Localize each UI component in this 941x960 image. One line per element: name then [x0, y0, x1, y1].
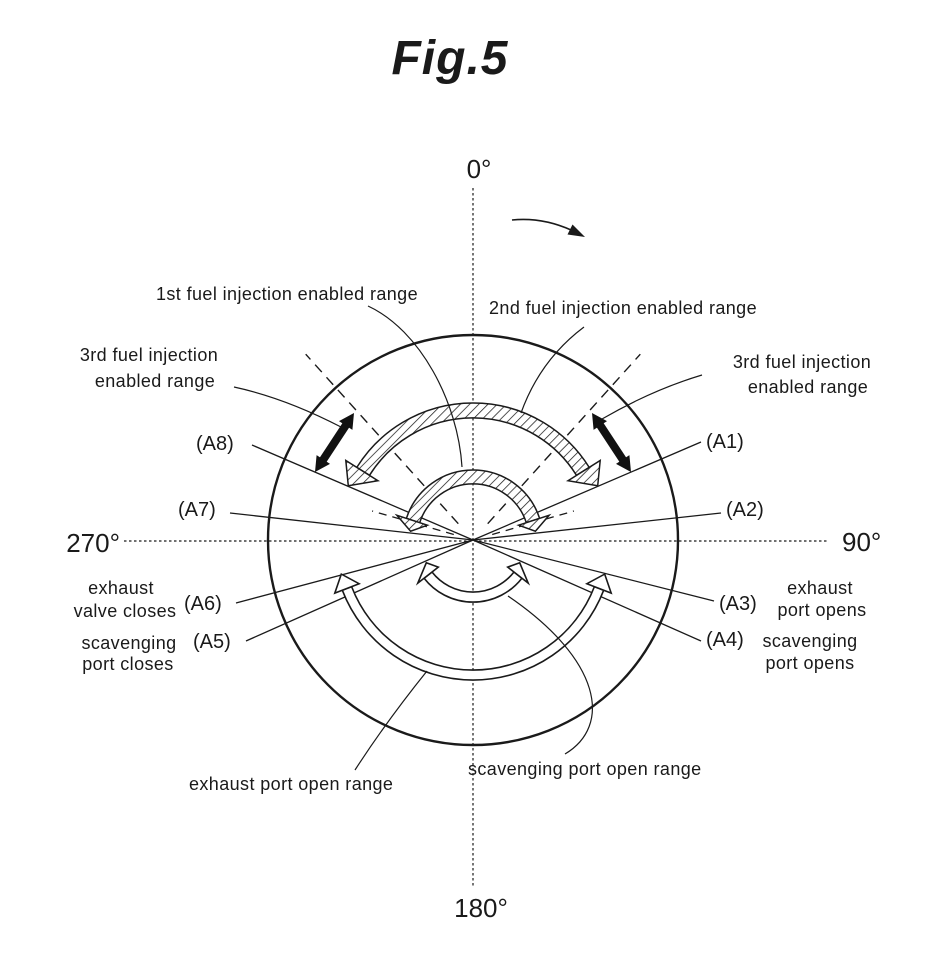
- a3-angle-line: [472, 539, 715, 602]
- marker-a8: (A8): [196, 433, 234, 455]
- first-range-label: 1st fuel injection enabled range: [156, 284, 418, 304]
- third-range-right-label-line2: enabled range: [748, 377, 868, 397]
- axis-label-180: 180°: [454, 893, 508, 923]
- exhaust-port-opens-label-line1: exhaust: [787, 578, 853, 598]
- scavenging-open-range-arc: [422, 570, 524, 603]
- exhaust-open-range-arrowhead-right: [584, 572, 613, 595]
- third-range-left-label-line1: 3rd fuel injection: [80, 345, 218, 365]
- a8-angle-line: [251, 444, 474, 541]
- second-range-leader: [520, 326, 585, 414]
- scavenging-port-opens-label-line2: port opens: [765, 653, 854, 673]
- third-injection-range-arrow-right: [592, 413, 631, 472]
- a4-angle-line: [472, 539, 702, 642]
- marker-a2: (A2): [726, 499, 764, 521]
- scavenging-port-closes-label-line2: port closes: [82, 654, 173, 674]
- scavenging-open-range-label: scavenging port open range: [468, 759, 702, 779]
- axis-label-270: 270°: [66, 528, 120, 558]
- third-range-right-label-line1: 3rd fuel injection: [733, 352, 871, 372]
- marker-a6: (A6): [184, 593, 222, 615]
- first-injection-range-arrowhead-left: [394, 513, 430, 533]
- figure-title: Fig.5: [391, 32, 508, 85]
- crank-circle: [266, 333, 680, 747]
- a5-angle-line: [245, 539, 474, 642]
- axis-label-90: 90°: [842, 527, 881, 557]
- marker-a4: (A4): [706, 629, 744, 651]
- a1-angle-line: [472, 441, 702, 541]
- first-range-leader: [367, 305, 463, 468]
- exhaust-open-range-label: exhaust port open range: [189, 774, 393, 794]
- a7-angle-line: [229, 512, 474, 541]
- scavenging-open-range-leader: [507, 595, 594, 755]
- third-range-left-label-line2: enabled range: [95, 371, 215, 391]
- marker-a7: (A7): [178, 499, 216, 521]
- second-injection-range-arrowhead-right: [565, 459, 602, 487]
- rotation-direction-arrow: [511, 218, 585, 237]
- marker-a1: (A1): [706, 431, 744, 453]
- marker-a5: (A5): [193, 631, 231, 653]
- a2-angle-line: [472, 512, 722, 541]
- marker-a3: (A3): [719, 593, 757, 615]
- first-injection-range-arrowhead-right: [516, 513, 552, 533]
- scavenging-port-opens-label-line1: scavenging: [762, 631, 857, 651]
- scavenging-open-range-arrowhead-right: [506, 561, 531, 586]
- second-injection-range-arrowhead-left: [344, 459, 381, 487]
- exhaust-valve-closes-label-line2: valve closes: [74, 601, 177, 621]
- exhaust-open-range-arrowhead-left: [333, 572, 362, 595]
- axis-label-0: 0°: [467, 154, 492, 184]
- third-range-left-leader: [233, 386, 342, 428]
- exhaust-open-range-leader: [354, 670, 428, 771]
- scavenging-port-closes-label-line1: scavenging: [81, 633, 176, 653]
- second-range-label: 2nd fuel injection enabled range: [489, 298, 757, 318]
- exhaust-valve-closes-label-line1: exhaust: [88, 578, 154, 598]
- third-injection-range-arrow-left: [315, 413, 354, 472]
- scavenging-open-range-arrowhead-left: [415, 561, 440, 586]
- exhaust-port-opens-label-line2: port opens: [777, 600, 866, 620]
- third-range-right-leader: [601, 374, 703, 420]
